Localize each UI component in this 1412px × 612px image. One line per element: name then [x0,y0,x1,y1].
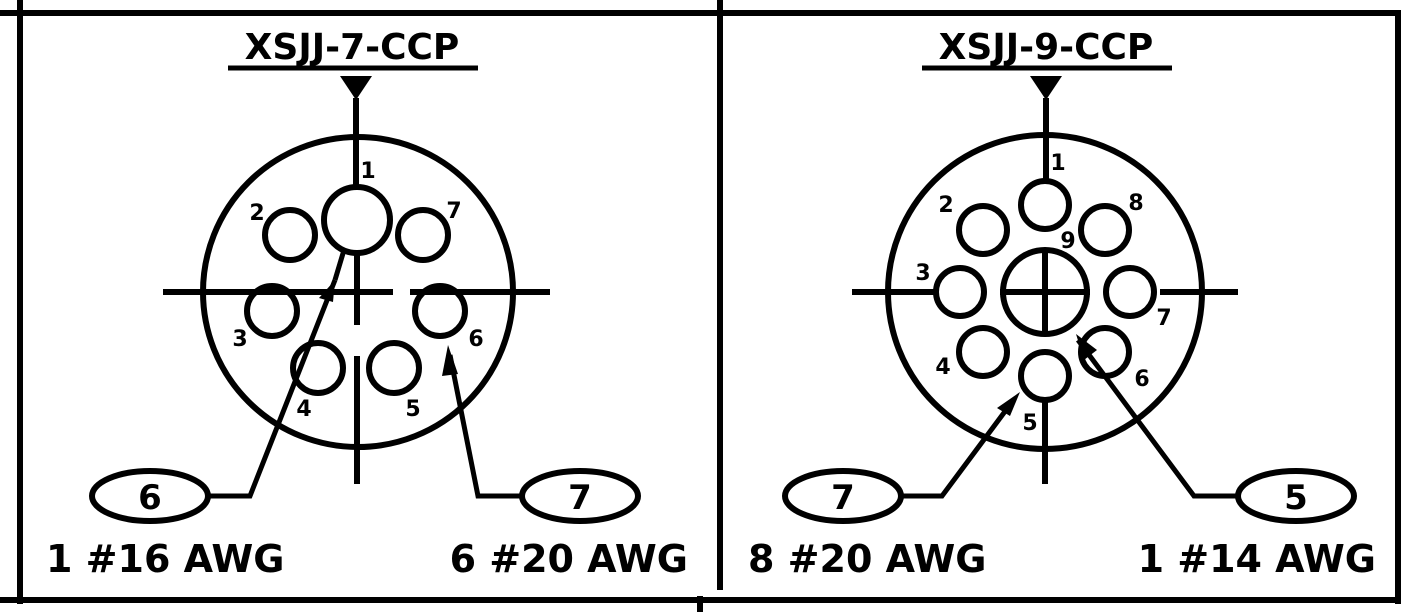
arrowhead-icon [319,280,335,302]
contact-5 [1018,349,1072,403]
leader-line [902,400,1015,499]
wire-label: 6 #20 AWG [450,537,688,581]
connector-left: XSJJ-7-CCP 1 2 7 3 6 4 5 [46,27,688,581]
wire-label: 8 #20 AWG [748,537,986,581]
pin-label: 7 [446,199,461,224]
pin-label: 5 [1022,411,1037,436]
connector-right: XSJJ-9-CCP 1 2 8 9 3 7 4 6 5 7 [748,27,1376,581]
leader-line [210,279,338,499]
callout-number: 6 [138,478,162,518]
pin-label: 6 [468,327,483,352]
connector-title: XSJJ-7-CCP [245,27,460,68]
callout-ellipse [1235,468,1357,524]
leader-line-tip [332,249,347,281]
arrowhead-icon [442,345,458,376]
contact-7 [1103,265,1157,319]
contact-1 [321,184,393,256]
contact-5 [366,340,422,396]
pin-label: 2 [938,193,953,218]
arrowhead-icon [997,392,1020,416]
callout-ellipse [519,468,641,524]
pin-label: 2 [249,201,264,226]
leader-line [1075,338,1238,499]
callout-ellipse [782,468,904,524]
pin-label: 4 [935,355,950,380]
contact-2 [956,203,1010,257]
contact-1 [1018,178,1072,232]
arrowhead-icon [1076,334,1097,360]
contact-3 [933,265,987,319]
pin-label: 7 [1156,306,1171,331]
key-marker-icon [1030,76,1062,100]
contact-9 [1000,247,1090,337]
callout-number: 5 [1284,478,1308,518]
pin-label: 1 [1050,151,1065,176]
contact-8 [1078,203,1132,257]
pin-label: 3 [232,327,247,352]
callout-ellipse [89,468,211,524]
contact-4 [290,340,346,396]
contact-6 [412,283,468,339]
wire-label: 1 #14 AWG [1138,537,1376,581]
pin-label: 8 [1128,191,1143,216]
pin-label: 3 [915,261,930,286]
key-marker-icon [340,76,372,100]
pin-label: 6 [1134,367,1149,392]
contact-3 [244,283,300,339]
pin-label: 5 [405,397,420,422]
wire-label: 1 #16 AWG [46,537,284,581]
contact-7 [395,207,451,263]
callout-number: 7 [831,478,855,518]
pin-label: 1 [360,159,375,184]
pin-label: 9 [1060,229,1075,254]
connector-title: XSJJ-9-CCP [939,27,1154,68]
callout-number: 7 [568,478,592,518]
pin-label: 4 [296,397,311,422]
contact-2 [262,207,318,263]
leader-line [447,354,520,499]
contact-4 [956,325,1010,379]
